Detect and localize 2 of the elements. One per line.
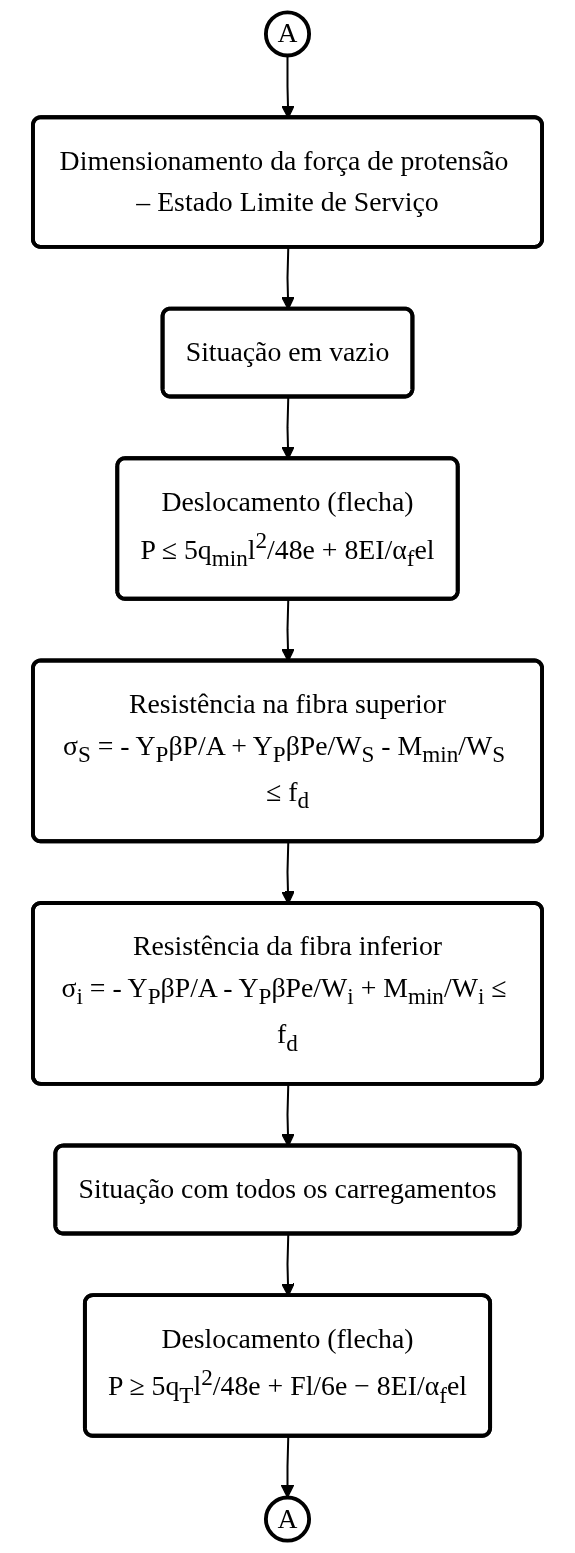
node-circle: A [263,1495,312,1543]
node-circle: A [263,10,312,58]
